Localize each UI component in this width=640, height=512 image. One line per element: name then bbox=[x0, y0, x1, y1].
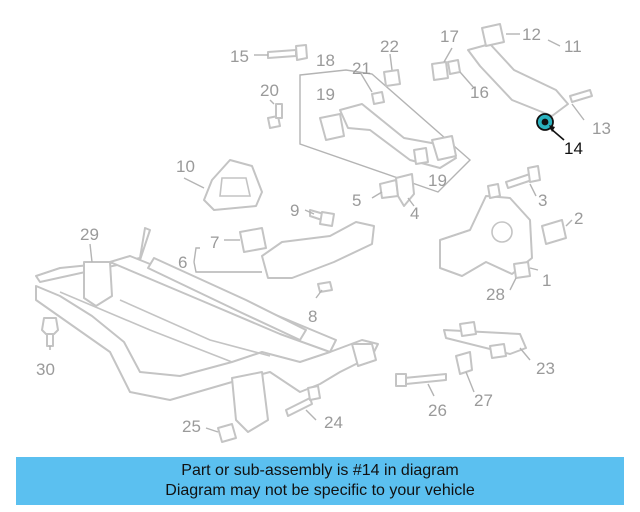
callout-10: 10 bbox=[176, 157, 195, 176]
leader-lines bbox=[49, 33, 585, 433]
plate-27 bbox=[455, 351, 473, 375]
callout-16: 16 bbox=[470, 83, 489, 102]
callout-21: 21 bbox=[352, 59, 371, 78]
callout-5: 5 bbox=[352, 191, 361, 210]
lower-arm-6-7 bbox=[239, 221, 375, 279]
bolt-3 bbox=[505, 165, 541, 189]
callout-23: 23 bbox=[536, 359, 555, 378]
callout-28: 28 bbox=[486, 285, 505, 304]
highlighted-part-14 bbox=[536, 113, 565, 141]
callout-19-lower: 19 bbox=[428, 171, 447, 190]
bushing-22 bbox=[383, 69, 401, 87]
callout-7: 7 bbox=[210, 233, 219, 252]
callout-24: 24 bbox=[324, 413, 343, 432]
bolt-24 bbox=[285, 385, 321, 417]
callout-14: 14 bbox=[564, 139, 583, 158]
knuckle-1 bbox=[439, 183, 533, 277]
bolt-9 bbox=[309, 209, 335, 227]
subframe bbox=[35, 227, 379, 433]
callout-4: 4 bbox=[410, 204, 419, 223]
nut-25 bbox=[217, 423, 237, 443]
callout-17: 17 bbox=[440, 27, 459, 46]
callout-15: 15 bbox=[230, 47, 249, 66]
callout-2: 2 bbox=[574, 209, 583, 228]
callout-13: 13 bbox=[592, 119, 611, 138]
bolt-30 bbox=[41, 317, 59, 347]
bolt-26 bbox=[395, 373, 447, 387]
callout-8: 8 bbox=[308, 307, 317, 326]
callout-25: 25 bbox=[182, 417, 201, 436]
callout-labels: 1 2 3 4 5 6 7 8 9 10 11 12 13 14 15 16 1… bbox=[36, 25, 611, 436]
callout-3: 3 bbox=[538, 191, 547, 210]
nut-28 bbox=[513, 261, 531, 279]
callout-18: 18 bbox=[316, 51, 335, 70]
bolt-20 bbox=[267, 103, 283, 129]
callout-19-upper: 19 bbox=[316, 85, 335, 104]
mount-10 bbox=[203, 159, 263, 211]
pin-8 bbox=[317, 281, 333, 293]
callout-1: 1 bbox=[542, 271, 551, 290]
callout-30: 30 bbox=[36, 360, 55, 379]
callout-29: 29 bbox=[80, 225, 99, 244]
callout-27: 27 bbox=[474, 391, 493, 410]
bolt-15 bbox=[267, 44, 308, 61]
callout-26: 26 bbox=[428, 401, 447, 420]
parts-4-5 bbox=[379, 173, 415, 207]
callout-6: 6 bbox=[178, 253, 187, 272]
callout-11: 11 bbox=[564, 37, 582, 56]
callout-9: 9 bbox=[290, 201, 299, 220]
banner-line-1: Part or sub-assembly is #14 in diagram bbox=[181, 462, 459, 479]
lower-arm-group bbox=[431, 23, 593, 117]
callout-12: 12 bbox=[522, 25, 541, 44]
upper-arm-group bbox=[299, 69, 472, 193]
banner-line-2: Diagram may not be specific to your vehi… bbox=[165, 482, 475, 499]
bushing-2 bbox=[541, 219, 567, 245]
callout-22: 22 bbox=[380, 37, 399, 56]
info-banner: Part or sub-assembly is #14 in diagram D… bbox=[16, 457, 624, 505]
parts-diagram: 1 2 3 4 5 6 7 8 9 10 11 12 13 14 15 16 1… bbox=[35, 23, 611, 443]
link-23 bbox=[443, 321, 527, 359]
callout-20: 20 bbox=[260, 81, 279, 100]
